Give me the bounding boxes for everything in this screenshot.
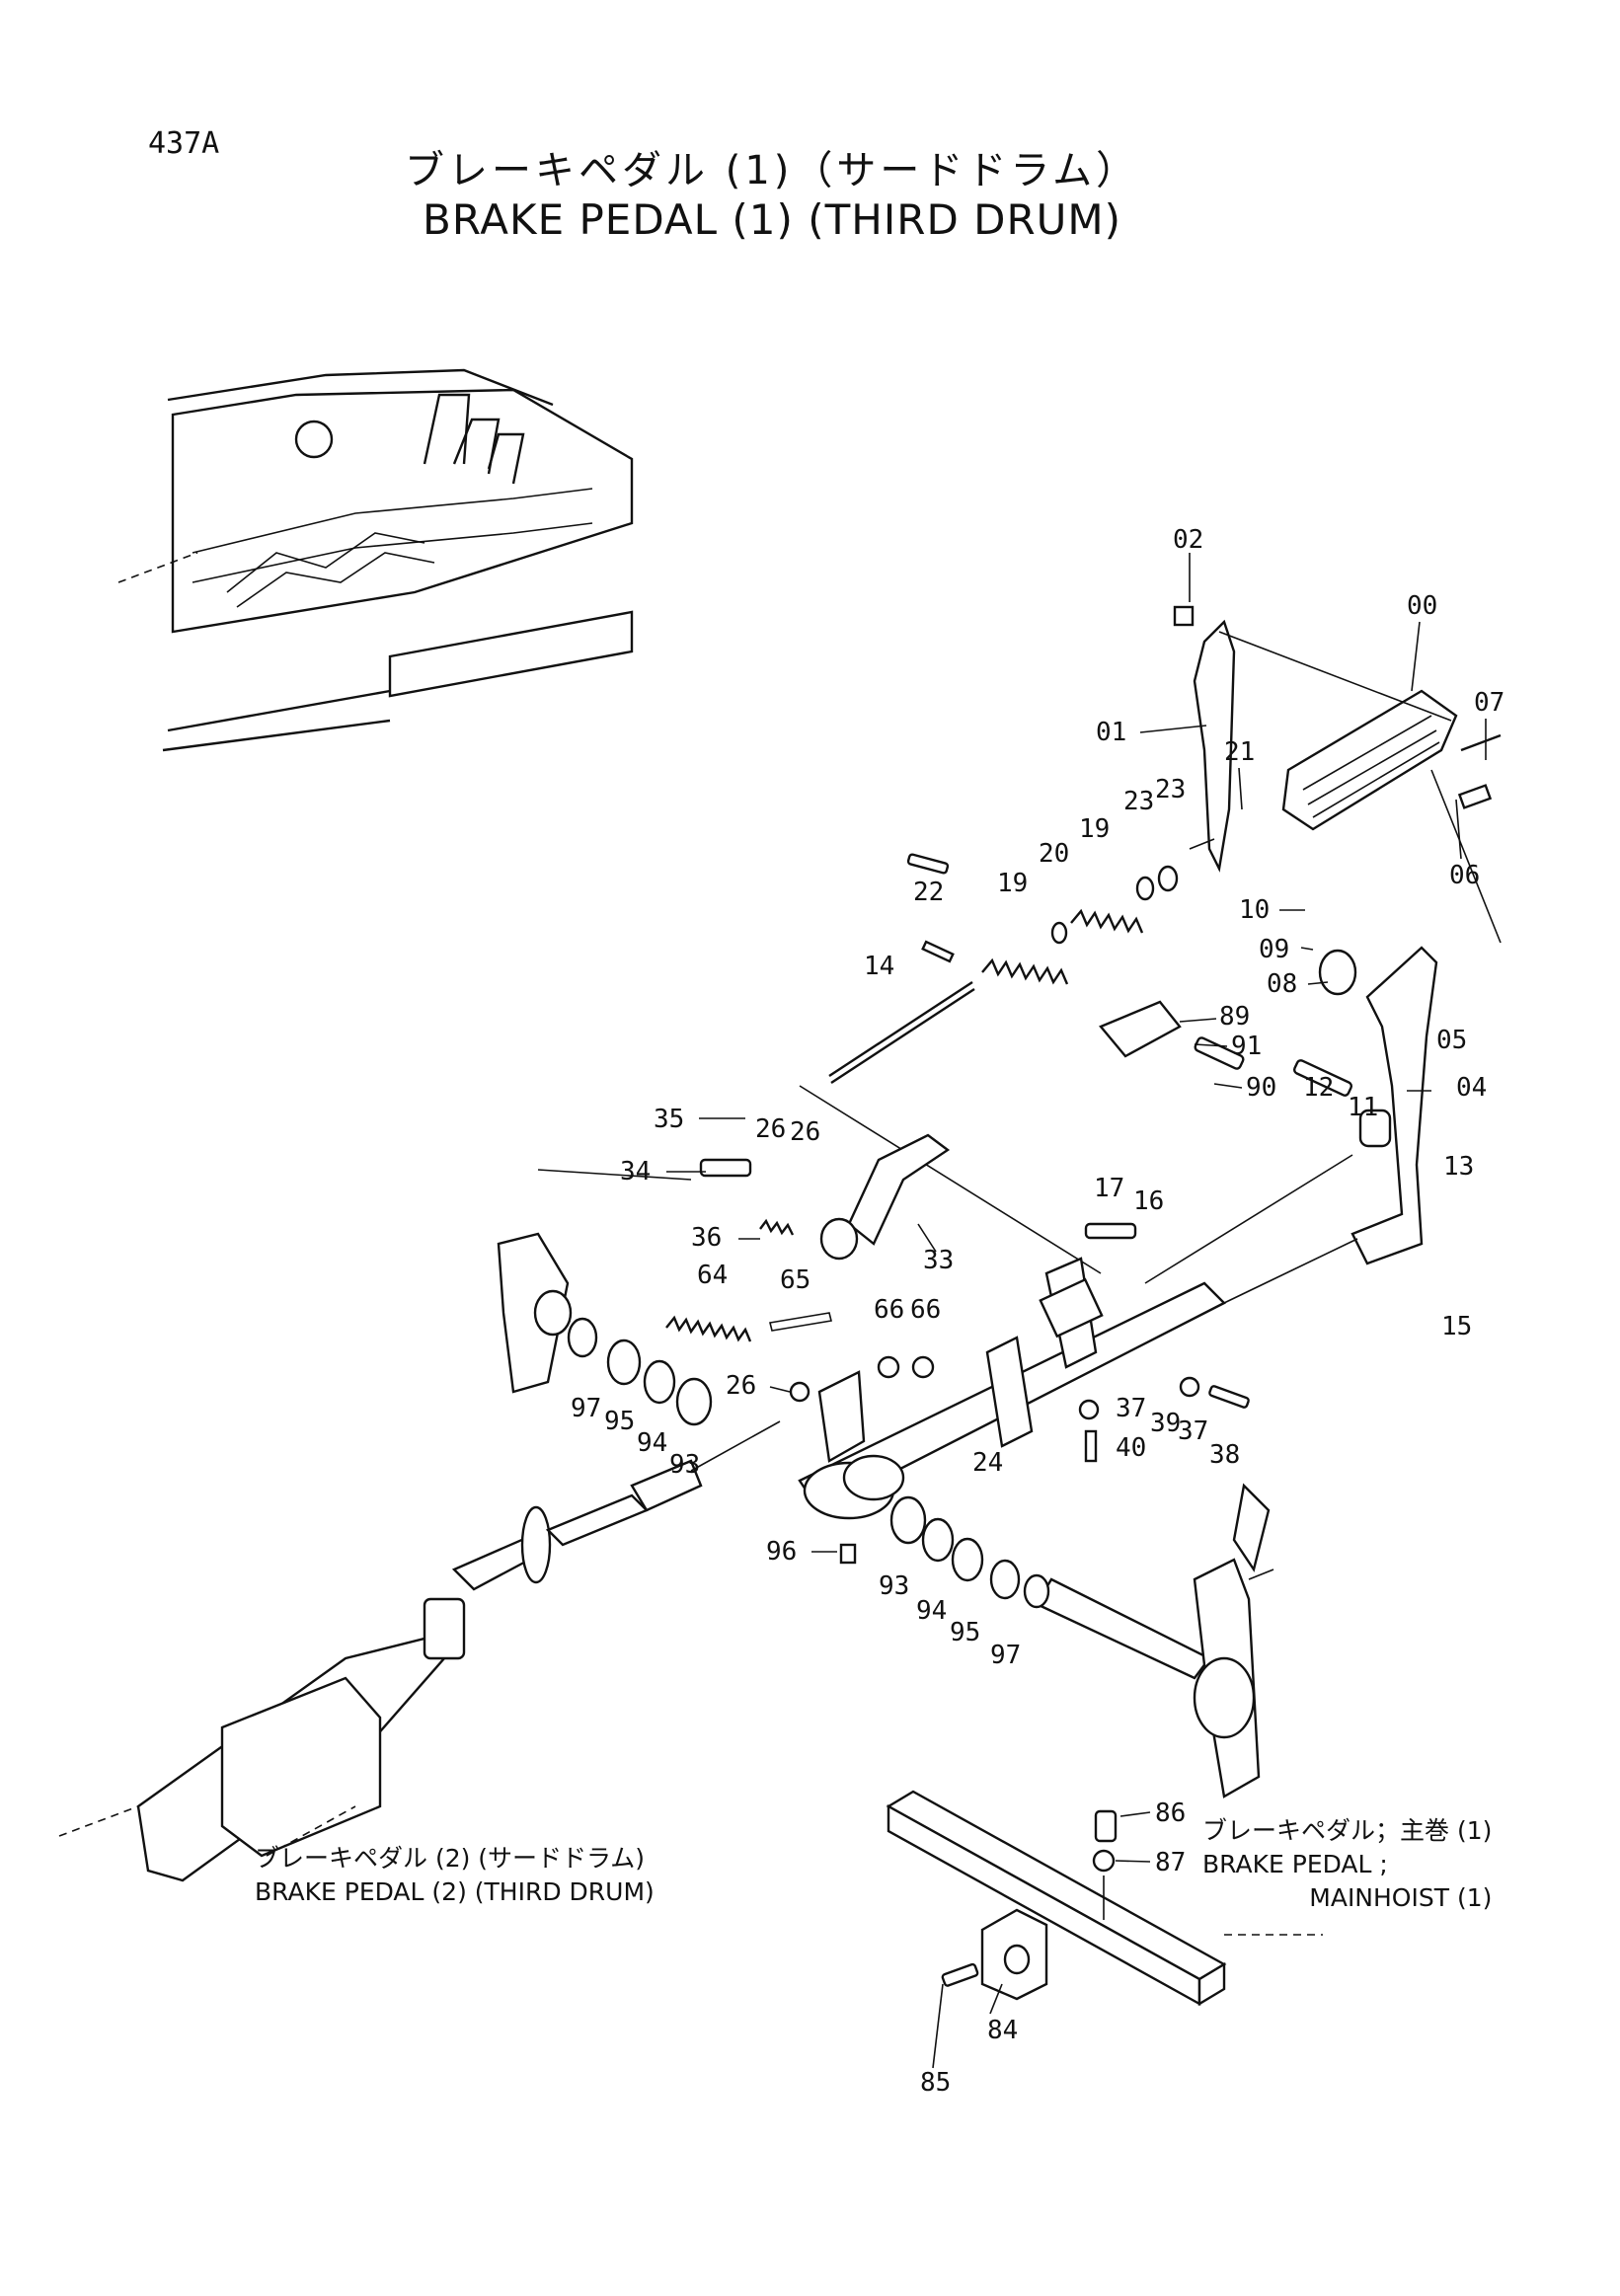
note-left-en: BRAKE PEDAL (2) (THIRD DRUM) [255, 1877, 655, 1906]
label-96: 96 [766, 1537, 797, 1567]
label-17: 17 [1094, 1174, 1124, 1203]
label-33: 33 [923, 1246, 954, 1275]
label-04: 04 [1456, 1073, 1487, 1103]
label-94a: 94 [637, 1428, 667, 1458]
label-90: 90 [1246, 1073, 1276, 1103]
label-36: 36 [691, 1223, 722, 1253]
bearings [497, 1232, 1021, 1600]
label-86: 86 [1155, 1799, 1186, 1828]
label-23a: 23 [1123, 787, 1154, 816]
title-english: BRAKE PEDAL (1) (THIRD DRUM) [423, 195, 1122, 244]
label-37b: 37 [1178, 1416, 1208, 1446]
note-right-en1: BRAKE PEDAL ; [1202, 1850, 1388, 1878]
label-85: 85 [920, 2068, 951, 2098]
label-07: 07 [1474, 688, 1504, 718]
label-26c: 26 [726, 1371, 756, 1401]
label-95b: 95 [950, 1618, 980, 1647]
label-65: 65 [780, 1265, 810, 1295]
label-20: 20 [1039, 839, 1069, 869]
note-brake-pedal-mainhoist: ブレーキペダル；主巻 (1) BRAKE PEDAL ; MAINHOIST (… [1202, 1814, 1492, 1915]
label-12: 12 [1303, 1073, 1334, 1103]
label-40: 40 [1116, 1433, 1146, 1463]
label-14: 14 [864, 952, 894, 981]
label-09: 09 [1259, 935, 1289, 964]
note-right-en2: MAINHOIST (1) [1309, 1883, 1493, 1912]
label-19a: 19 [997, 869, 1028, 898]
label-95a: 95 [604, 1407, 635, 1436]
label-93a: 93 [669, 1450, 700, 1480]
label-87: 87 [1155, 1848, 1186, 1877]
title-japanese: ブレーキペダル (1)（サードドラム） [405, 148, 1140, 193]
brake-pedal-2-linkage [58, 1420, 781, 1882]
part-labels: 02 00 01 07 21 23 23 06 19 20 19 22 10 0… [571, 525, 1504, 2098]
page-code: 437A [148, 126, 220, 161]
machine-overview [117, 368, 634, 752]
label-02: 02 [1173, 525, 1203, 555]
label-84: 84 [987, 2016, 1018, 2045]
label-66a: 66 [874, 1295, 904, 1325]
note-brake-pedal-2: ブレーキペダル (2) (サードドラム) BRAKE PEDAL (2) (TH… [255, 1842, 655, 1909]
note-right-jp: ブレーキペダル；主巻 (1) [1202, 1816, 1493, 1845]
label-94b: 94 [916, 1596, 947, 1626]
label-34: 34 [620, 1157, 651, 1186]
label-91: 91 [1231, 1032, 1262, 1061]
label-15: 15 [1441, 1312, 1472, 1341]
small-parts [537, 605, 1353, 1565]
label-23b: 23 [1155, 775, 1186, 804]
label-22: 22 [913, 878, 944, 907]
label-39: 39 [1150, 1409, 1181, 1438]
label-10: 10 [1239, 895, 1270, 925]
label-97a: 97 [571, 1394, 601, 1423]
label-38: 38 [1209, 1440, 1240, 1470]
label-00: 00 [1407, 591, 1437, 621]
bottom-bar [886, 1790, 1323, 2007]
label-37a: 37 [1116, 1394, 1146, 1423]
label-93b: 93 [879, 1571, 909, 1601]
label-19b: 19 [1079, 814, 1110, 844]
label-13: 13 [1443, 1152, 1474, 1182]
pedal-assembly [1193, 619, 1502, 1265]
label-26b: 26 [790, 1117, 820, 1147]
label-26a: 26 [755, 1114, 786, 1144]
right-shaft [1023, 1483, 1274, 1799]
note-left-jp: ブレーキペダル (2) (サードドラム) [255, 1844, 646, 1873]
label-89: 89 [1219, 1002, 1250, 1032]
label-05: 05 [1436, 1026, 1467, 1055]
label-06: 06 [1449, 861, 1480, 890]
label-16: 16 [1133, 1186, 1164, 1216]
label-01: 01 [1096, 718, 1126, 747]
label-97b: 97 [990, 1641, 1021, 1670]
main-shaft [798, 1133, 1358, 1520]
spring-rod [799, 838, 1215, 1274]
label-35: 35 [654, 1105, 684, 1134]
label-64: 64 [697, 1261, 728, 1290]
label-24: 24 [972, 1448, 1003, 1478]
label-21: 21 [1224, 737, 1255, 767]
leader-lines [666, 553, 1487, 2069]
label-11: 11 [1348, 1093, 1378, 1122]
label-66b: 66 [910, 1295, 941, 1325]
label-08: 08 [1267, 969, 1297, 999]
